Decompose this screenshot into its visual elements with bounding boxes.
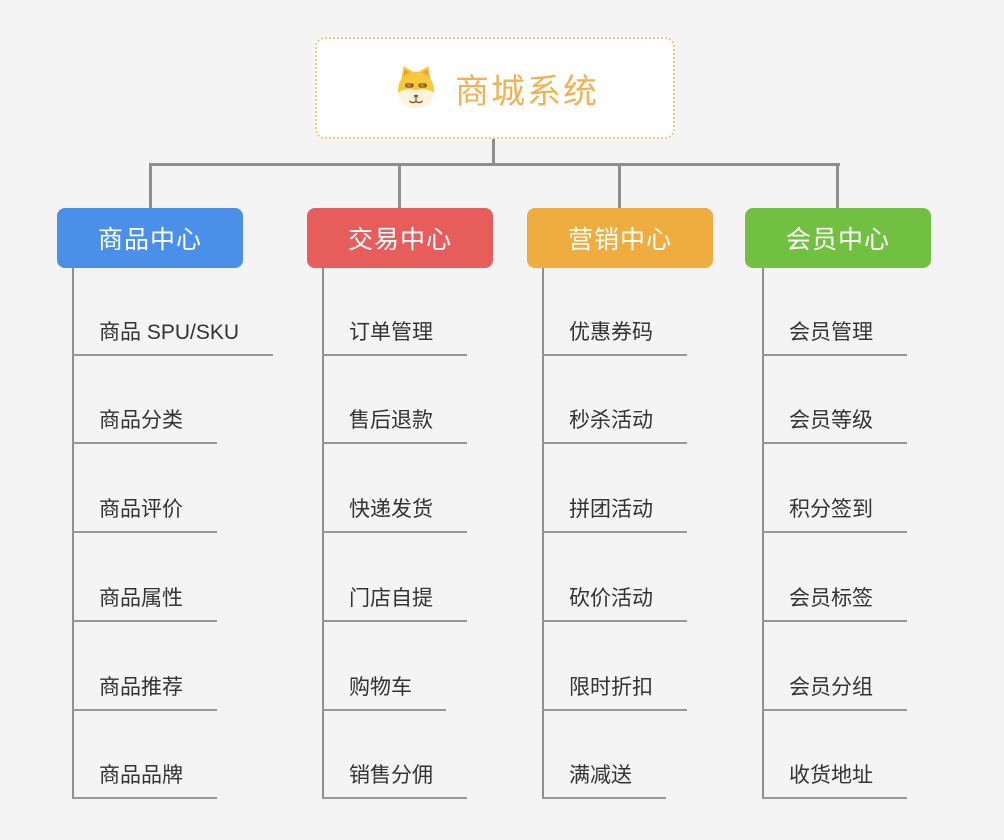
node-store-pickup[interactable]: 门店自提	[322, 584, 467, 622]
node-sales-commission[interactable]: 销售分佣	[322, 761, 467, 799]
node-product-recommend[interactable]: 商品推荐	[72, 673, 217, 711]
node-coupon-code[interactable]: 优惠券码	[542, 318, 687, 356]
node-product-category[interactable]: 商品分类	[72, 406, 217, 444]
node-spend-and-save[interactable]: 满减送	[542, 761, 666, 799]
connector-trunk-members	[762, 268, 764, 799]
root-node-label: 商城系统	[455, 72, 599, 111]
node-shipping-address[interactable]: 收货地址	[762, 761, 907, 799]
connector-trunk-marketing	[542, 268, 544, 799]
branch-header-products[interactable]: 商品中心	[57, 208, 243, 268]
node-order-management[interactable]: 订单管理	[322, 318, 467, 356]
dog-face-icon	[398, 66, 434, 109]
branch-header-trade[interactable]: 交易中心	[307, 208, 493, 268]
connector-drop-products	[149, 165, 152, 209]
connector-rail	[149, 163, 840, 166]
node-points-checkin[interactable]: 积分签到	[762, 495, 907, 533]
node-aftersale-refund[interactable]: 售后退款	[322, 406, 467, 444]
connector-drop-marketing	[618, 165, 621, 209]
root-node-mall-system[interactable]: 商城系统	[315, 37, 675, 139]
branch-header-members[interactable]: 会员中心	[745, 208, 931, 268]
node-member-management[interactable]: 会员管理	[762, 318, 907, 356]
node-member-group[interactable]: 会员分组	[762, 673, 907, 711]
node-product-spu-sku[interactable]: 商品 SPU/SKU	[72, 318, 274, 356]
node-express-delivery[interactable]: 快递发货	[322, 495, 467, 533]
node-member-tag[interactable]: 会员标签	[762, 584, 907, 622]
node-member-level[interactable]: 会员等级	[762, 406, 907, 444]
branch-header-marketing[interactable]: 营销中心	[527, 208, 713, 268]
node-bargain-activity[interactable]: 砍价活动	[542, 584, 687, 622]
node-product-attribute[interactable]: 商品属性	[72, 584, 217, 622]
connector-drop-trade	[398, 165, 401, 209]
node-product-brand[interactable]: 商品品牌	[72, 761, 217, 799]
connector-root-stub	[492, 139, 495, 164]
node-shopping-cart[interactable]: 购物车	[322, 673, 446, 711]
node-flash-sale[interactable]: 秒杀活动	[542, 406, 687, 444]
node-limited-time-discount[interactable]: 限时折扣	[542, 673, 687, 711]
connector-trunk-products	[72, 268, 74, 799]
node-product-review[interactable]: 商品评价	[72, 495, 217, 533]
node-group-buy[interactable]: 拼团活动	[542, 495, 687, 533]
connector-drop-members	[836, 165, 839, 209]
connector-trunk-trade	[322, 268, 324, 799]
